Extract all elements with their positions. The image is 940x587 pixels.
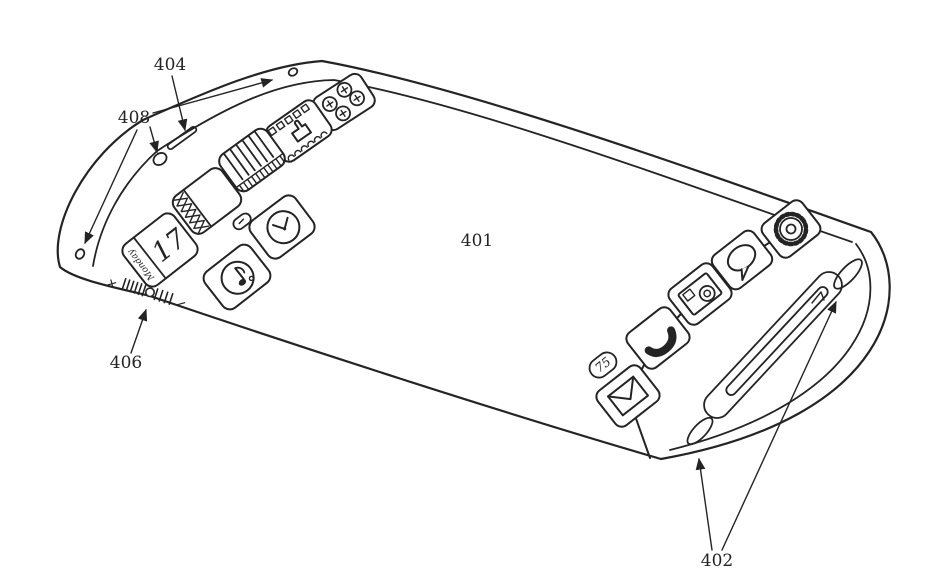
end-opening-bottom xyxy=(686,416,714,446)
camera-opening xyxy=(152,152,168,166)
notes-icon xyxy=(171,167,243,235)
blinds-icon xyxy=(218,127,286,193)
left-edge-opening xyxy=(74,248,86,260)
display-edge-slot xyxy=(725,286,829,396)
chat-icon xyxy=(710,229,774,291)
calendar-icon: Monday 17 xyxy=(121,212,199,288)
volume-knob xyxy=(145,287,156,298)
leader-402-bottom xyxy=(695,457,713,551)
volume-plus: + xyxy=(104,275,119,293)
leader-408-top xyxy=(152,78,274,114)
top-edge-opening xyxy=(287,67,299,77)
front-openings xyxy=(74,67,299,260)
front-face-icons: Monday 17 xyxy=(121,72,376,311)
volume-slider: + − xyxy=(104,275,188,313)
reference-annotations: 404 408 406 401 402 xyxy=(84,55,837,571)
clock-icon xyxy=(232,194,316,260)
label-401: 401 xyxy=(461,231,493,251)
volume-minus: − xyxy=(173,295,188,313)
slot-notch xyxy=(811,291,825,304)
phone-icon xyxy=(625,306,691,370)
camera-icon xyxy=(667,262,733,326)
volume-ticks xyxy=(121,278,174,305)
gear-icon xyxy=(760,199,822,259)
leader-404 xyxy=(171,75,188,132)
leader-408-camera xyxy=(149,126,159,154)
end-cap xyxy=(669,243,872,451)
leader-402-top xyxy=(721,300,837,551)
mail-icon xyxy=(595,364,661,428)
end-cap-rim xyxy=(669,243,872,451)
music-icon xyxy=(202,243,272,311)
speaker-slot xyxy=(166,125,198,151)
end-opening-top xyxy=(833,258,863,290)
label-402: 402 xyxy=(701,551,733,571)
edge-dock-icons: 75 xyxy=(588,199,822,428)
leader-408-left xyxy=(84,129,138,245)
leader-406 xyxy=(130,308,148,354)
label-406: 406 xyxy=(110,353,142,373)
knobs-icon xyxy=(312,72,376,132)
mail-badge: 75 xyxy=(588,351,618,379)
display-boundary-line xyxy=(92,79,853,267)
label-404: 404 xyxy=(154,55,186,75)
label-408: 408 xyxy=(118,108,150,128)
